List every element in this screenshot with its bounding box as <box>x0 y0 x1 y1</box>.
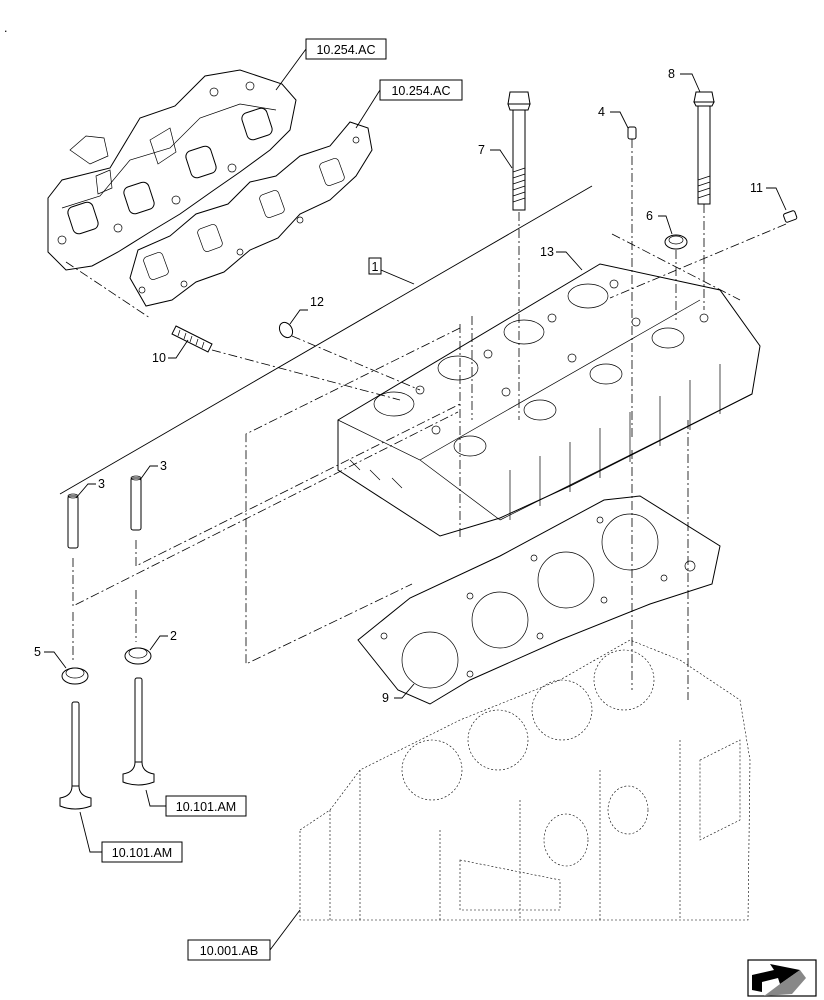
cylinder-head <box>337 263 761 537</box>
valve-guide-right <box>130 475 142 531</box>
pin-part-11 <box>783 210 798 223</box>
ref-box-engine-block: 10.001.AB <box>187 939 271 961</box>
part-number-7: 7 <box>478 143 485 157</box>
manifold-gasket <box>129 121 373 307</box>
part-number-3-left: 3 <box>98 477 105 491</box>
ref-label-engine-block: 10.001.AB <box>200 944 258 958</box>
ref-box-manifold-top: 10.254.AC <box>305 38 387 60</box>
ref-label-manifold-gasket: 10.254.AC <box>391 84 450 98</box>
bolt-part-8 <box>693 91 715 205</box>
pin-part-4 <box>627 126 637 140</box>
part-number-2: 2 <box>170 629 177 643</box>
part-number-4: 4 <box>598 105 605 119</box>
valve-seat-part-5 <box>61 667 89 685</box>
stud-part-10 <box>171 325 213 353</box>
group-box-line <box>59 185 593 495</box>
ref-box-valve-right: 10.101.AM <box>165 795 247 817</box>
part-number-6: 6 <box>646 209 653 223</box>
ref-label-valve-right: 10.101.AM <box>176 800 236 814</box>
part-number-3-right: 3 <box>160 459 167 473</box>
group-box-1: 1 <box>368 257 382 275</box>
part-number-10: 10 <box>152 351 166 365</box>
navigation-arrow-icon[interactable] <box>747 959 817 997</box>
ref-label-manifold-top: 10.254.AC <box>316 43 375 57</box>
ref-box-manifold-gasket: 10.254.AC <box>379 79 463 101</box>
corner-mark: . <box>4 21 7 35</box>
center-lines <box>65 139 787 700</box>
seal-part-6 <box>664 234 688 250</box>
valve-guide-left <box>67 493 79 549</box>
exhaust-manifold <box>47 69 297 271</box>
part-number-8: 8 <box>668 67 675 81</box>
group-box-label: 1 <box>372 260 379 274</box>
part-number-5: 5 <box>34 645 41 659</box>
engine-block <box>299 639 751 921</box>
ref-label-valve-left: 10.101.AM <box>112 846 172 860</box>
valve-left <box>59 701 92 810</box>
bolt-part-7 <box>507 91 531 211</box>
part-number-11: 11 <box>750 181 763 195</box>
part-number-12: 12 <box>310 295 324 309</box>
valve-right <box>122 677 155 786</box>
ring-part-12 <box>278 321 294 339</box>
part-number-9: 9 <box>382 691 389 705</box>
ref-box-valve-left: 10.101.AM <box>101 841 183 863</box>
head-gasket <box>357 495 721 705</box>
valve-seat-part-2 <box>124 647 152 665</box>
part-number-13: 13 <box>540 245 554 259</box>
